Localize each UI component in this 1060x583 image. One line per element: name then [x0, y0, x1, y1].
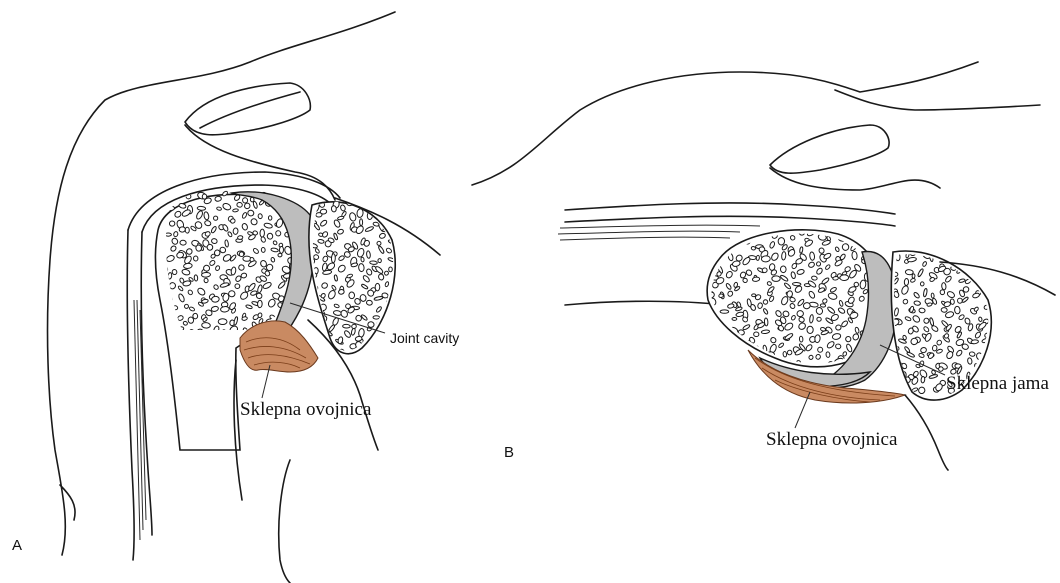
panel-a-arm-shaft-right: [279, 460, 290, 583]
panel-b-arm-top-2: [565, 216, 895, 226]
panel-b-back-contour: [835, 90, 1040, 110]
panel-a-arm-left-inner: [141, 232, 152, 535]
panel-a-acromion-process: [185, 125, 335, 200]
panel-a-drawing: [48, 12, 440, 583]
panel-b-joint-cavity-label: Sklepna jama: [946, 374, 1049, 393]
panel-b-muscle-fibers: [558, 225, 760, 240]
panel-b-capsule-leader: [795, 392, 810, 428]
panel-b-arm-top: [565, 203, 895, 214]
panel-b-arm-lower: [905, 395, 948, 470]
panel-b-acromion-process: [770, 168, 940, 190]
panel-a-acromion: [185, 83, 310, 135]
panel-a-capsule-label: Sklepna ovojnica: [240, 400, 371, 419]
panel-a-joint-cavity-label: Joint cavity: [390, 331, 459, 345]
panel-a-letter: A: [12, 538, 22, 553]
panel-b-acromion: [770, 125, 889, 173]
panel-b-capsule-label: Sklepna ovojnica: [766, 430, 897, 449]
panel-a-joint-capsule: [240, 321, 318, 372]
panel-b-body-contour: [472, 62, 978, 185]
panel-b-drawing: [472, 62, 1055, 470]
panel-a-arm-left: [127, 230, 134, 560]
panel-a-acromion-ridge: [200, 92, 300, 128]
panel-b-letter: B: [504, 445, 514, 460]
panel-a-muscle-fibers: [134, 300, 146, 540]
